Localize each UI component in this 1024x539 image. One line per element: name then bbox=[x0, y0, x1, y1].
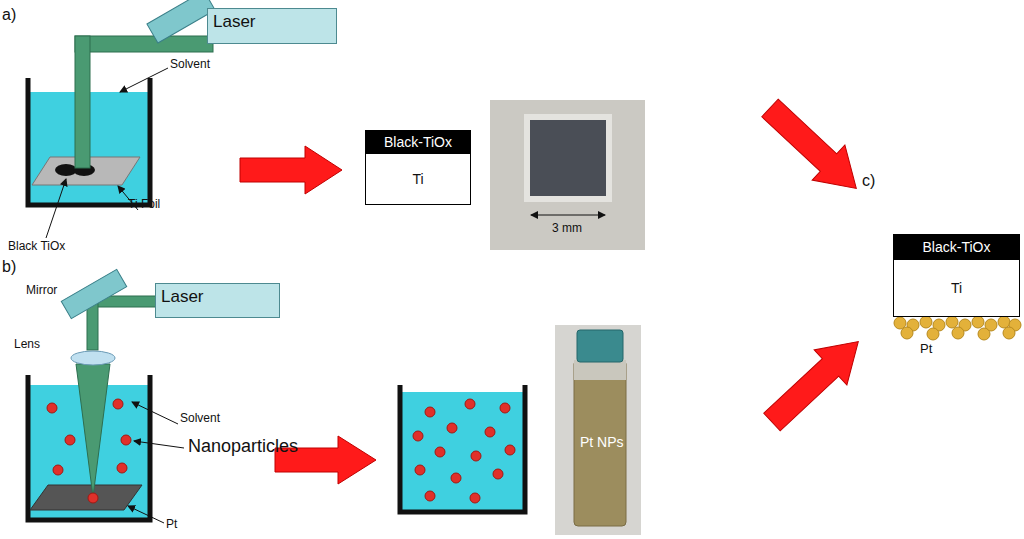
layer-box: Black-TiOx bbox=[893, 234, 1020, 260]
box-text: Black-TiOx bbox=[384, 134, 452, 150]
label-text: Black TiOx bbox=[8, 240, 65, 254]
layer-box: Black-TiOx bbox=[365, 130, 471, 154]
leader-line bbox=[120, 68, 168, 92]
label-text: Nanoparticles bbox=[188, 436, 298, 457]
label-text: Solvent bbox=[180, 412, 220, 426]
box-text: Ti bbox=[951, 280, 962, 296]
label-text: c) bbox=[862, 172, 875, 190]
process-arrow bbox=[754, 90, 873, 206]
lens bbox=[71, 351, 115, 365]
label-text: 3 mm bbox=[552, 222, 582, 236]
box-text: Ti bbox=[412, 171, 423, 187]
photo-ti-foil bbox=[490, 100, 645, 250]
beaker-nanoparticles bbox=[400, 385, 525, 512]
leader-line bbox=[132, 402, 178, 424]
mirror-a bbox=[147, 0, 215, 43]
laser-box: Laser bbox=[207, 8, 337, 44]
label-text: Pt bbox=[920, 342, 932, 357]
label-text: a) bbox=[2, 6, 16, 24]
leader-line bbox=[46, 179, 66, 238]
leader-line bbox=[134, 441, 184, 448]
photo-vial bbox=[555, 325, 641, 535]
layer-box: Ti bbox=[893, 259, 1020, 317]
label-text: Solvent bbox=[170, 58, 210, 72]
box-text: Laser bbox=[161, 287, 204, 307]
label-text: Pt bbox=[166, 518, 177, 532]
label-text: Lens bbox=[14, 338, 40, 352]
layer-box: Ti bbox=[365, 153, 471, 205]
label-text: Ti Foil bbox=[128, 198, 160, 212]
mirror-b bbox=[61, 269, 126, 318]
pt-particles bbox=[894, 316, 1021, 340]
box-text: Laser bbox=[213, 12, 256, 32]
laser-beam-a bbox=[75, 36, 213, 168]
box-text: Black-TiOx bbox=[923, 239, 991, 255]
laser-beam-b bbox=[76, 296, 159, 503]
leader-line bbox=[128, 506, 164, 523]
label-text: Mirror bbox=[26, 284, 57, 298]
process-arrow bbox=[756, 324, 875, 440]
label-text: b) bbox=[2, 258, 16, 276]
process-arrow bbox=[240, 146, 342, 194]
laser-box: Laser bbox=[155, 283, 280, 318]
label-text: Pt NPs bbox=[580, 434, 624, 450]
